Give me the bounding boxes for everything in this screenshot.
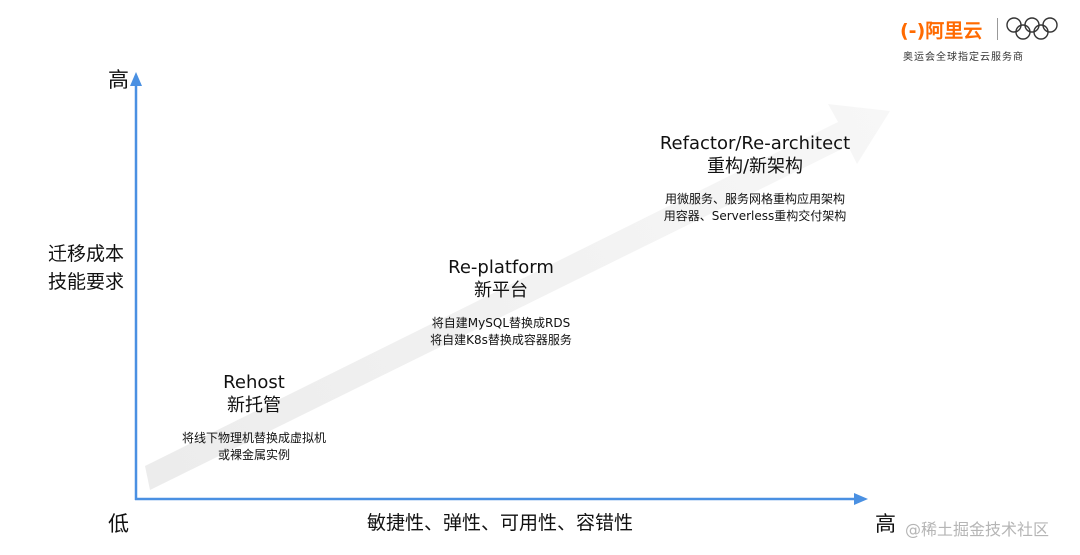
stage-title-en: Refactor/Re-architect — [659, 133, 851, 154]
stage-description: 将线下物理机替换成虚拟机 或裸金属实例 — [154, 430, 354, 464]
stage-refactor-re-architect: Refactor/Re-architect 重构/新架构 用微服务、服务网格重构… — [640, 133, 870, 225]
stage-title-zh: 新托管 — [227, 395, 281, 416]
stage-description: 用微服务、服务网格重构应用架构 用容器、Serverless重构交付架构 — [640, 191, 870, 225]
x-axis-title: 敏捷性、弹性、可用性、容错性 — [366, 512, 633, 534]
y-axis-title-line-2: 技能要求 — [47, 271, 124, 293]
logo-divider — [997, 18, 998, 40]
aliyun-logo: (-)阿里云 奥运会全球指定云服务商 — [900, 14, 1066, 64]
stage-title-en: Re-platform — [448, 257, 554, 278]
x-axis-arrowhead — [854, 493, 868, 505]
origin-low-label: 低 — [108, 512, 129, 536]
x-axis-high-label: 高 — [875, 512, 896, 536]
y-axis-arrowhead — [130, 72, 142, 86]
aliyun-brand-text: (-)阿里云 — [900, 20, 983, 42]
stage-description-line: 将自建K8s替换成容器服务 — [430, 333, 572, 347]
watermark: @稀土掘金技术社区 — [905, 520, 1050, 539]
stage-description-line: 将自建MySQL替换成RDS — [431, 316, 571, 330]
olympic-rings-icon — [1006, 17, 1058, 40]
stage-re-platform: Re-platform 新平台 将自建MySQL替换成RDS 将自建K8s替换成… — [400, 257, 602, 349]
stage-description-line: 将线下物理机替换成虚拟机 — [181, 431, 326, 445]
y-axis-high-label: 高 — [108, 68, 129, 92]
stage-rehost: Rehost 新托管 将线下物理机替换成虚拟机 或裸金属实例 — [154, 372, 354, 464]
stage-title-en: Rehost — [223, 372, 285, 393]
stage-title-zh: 重构/新架构 — [706, 156, 804, 177]
y-axis-title-line-1: 迁移成本 — [47, 243, 124, 265]
stage-title-zh: 新平台 — [474, 280, 528, 301]
stage-description-line: 或裸金属实例 — [217, 448, 290, 462]
stage-description: 将自建MySQL替换成RDS 将自建K8s替换成容器服务 — [400, 315, 602, 349]
stage-description-line: 用容器、Serverless重构交付架构 — [663, 209, 847, 223]
trend-arrow — [145, 104, 890, 490]
y-axis-title: 迁移成本 技能要求 — [38, 240, 134, 296]
logo-tagline: 奥运会全球指定云服务商 — [903, 52, 1024, 63]
stage-description-line: 用微服务、服务网格重构应用架构 — [664, 192, 845, 206]
